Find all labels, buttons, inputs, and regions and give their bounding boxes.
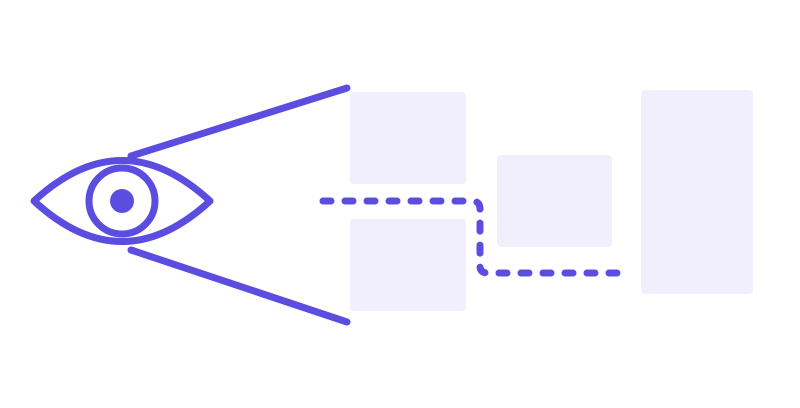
block-tall-right [641, 90, 753, 294]
block-bottom-left [350, 219, 466, 311]
eye-outline [30, 157, 214, 245]
scan-path-dashed [319, 197, 632, 277]
eye-icon [30, 157, 214, 245]
view-line-bottom [127, 246, 351, 326]
eye-pupil [110, 189, 134, 213]
eye-iris [85, 164, 159, 238]
view-line-top [127, 84, 351, 160]
block-middle [497, 155, 612, 247]
block-top-left [350, 92, 466, 184]
